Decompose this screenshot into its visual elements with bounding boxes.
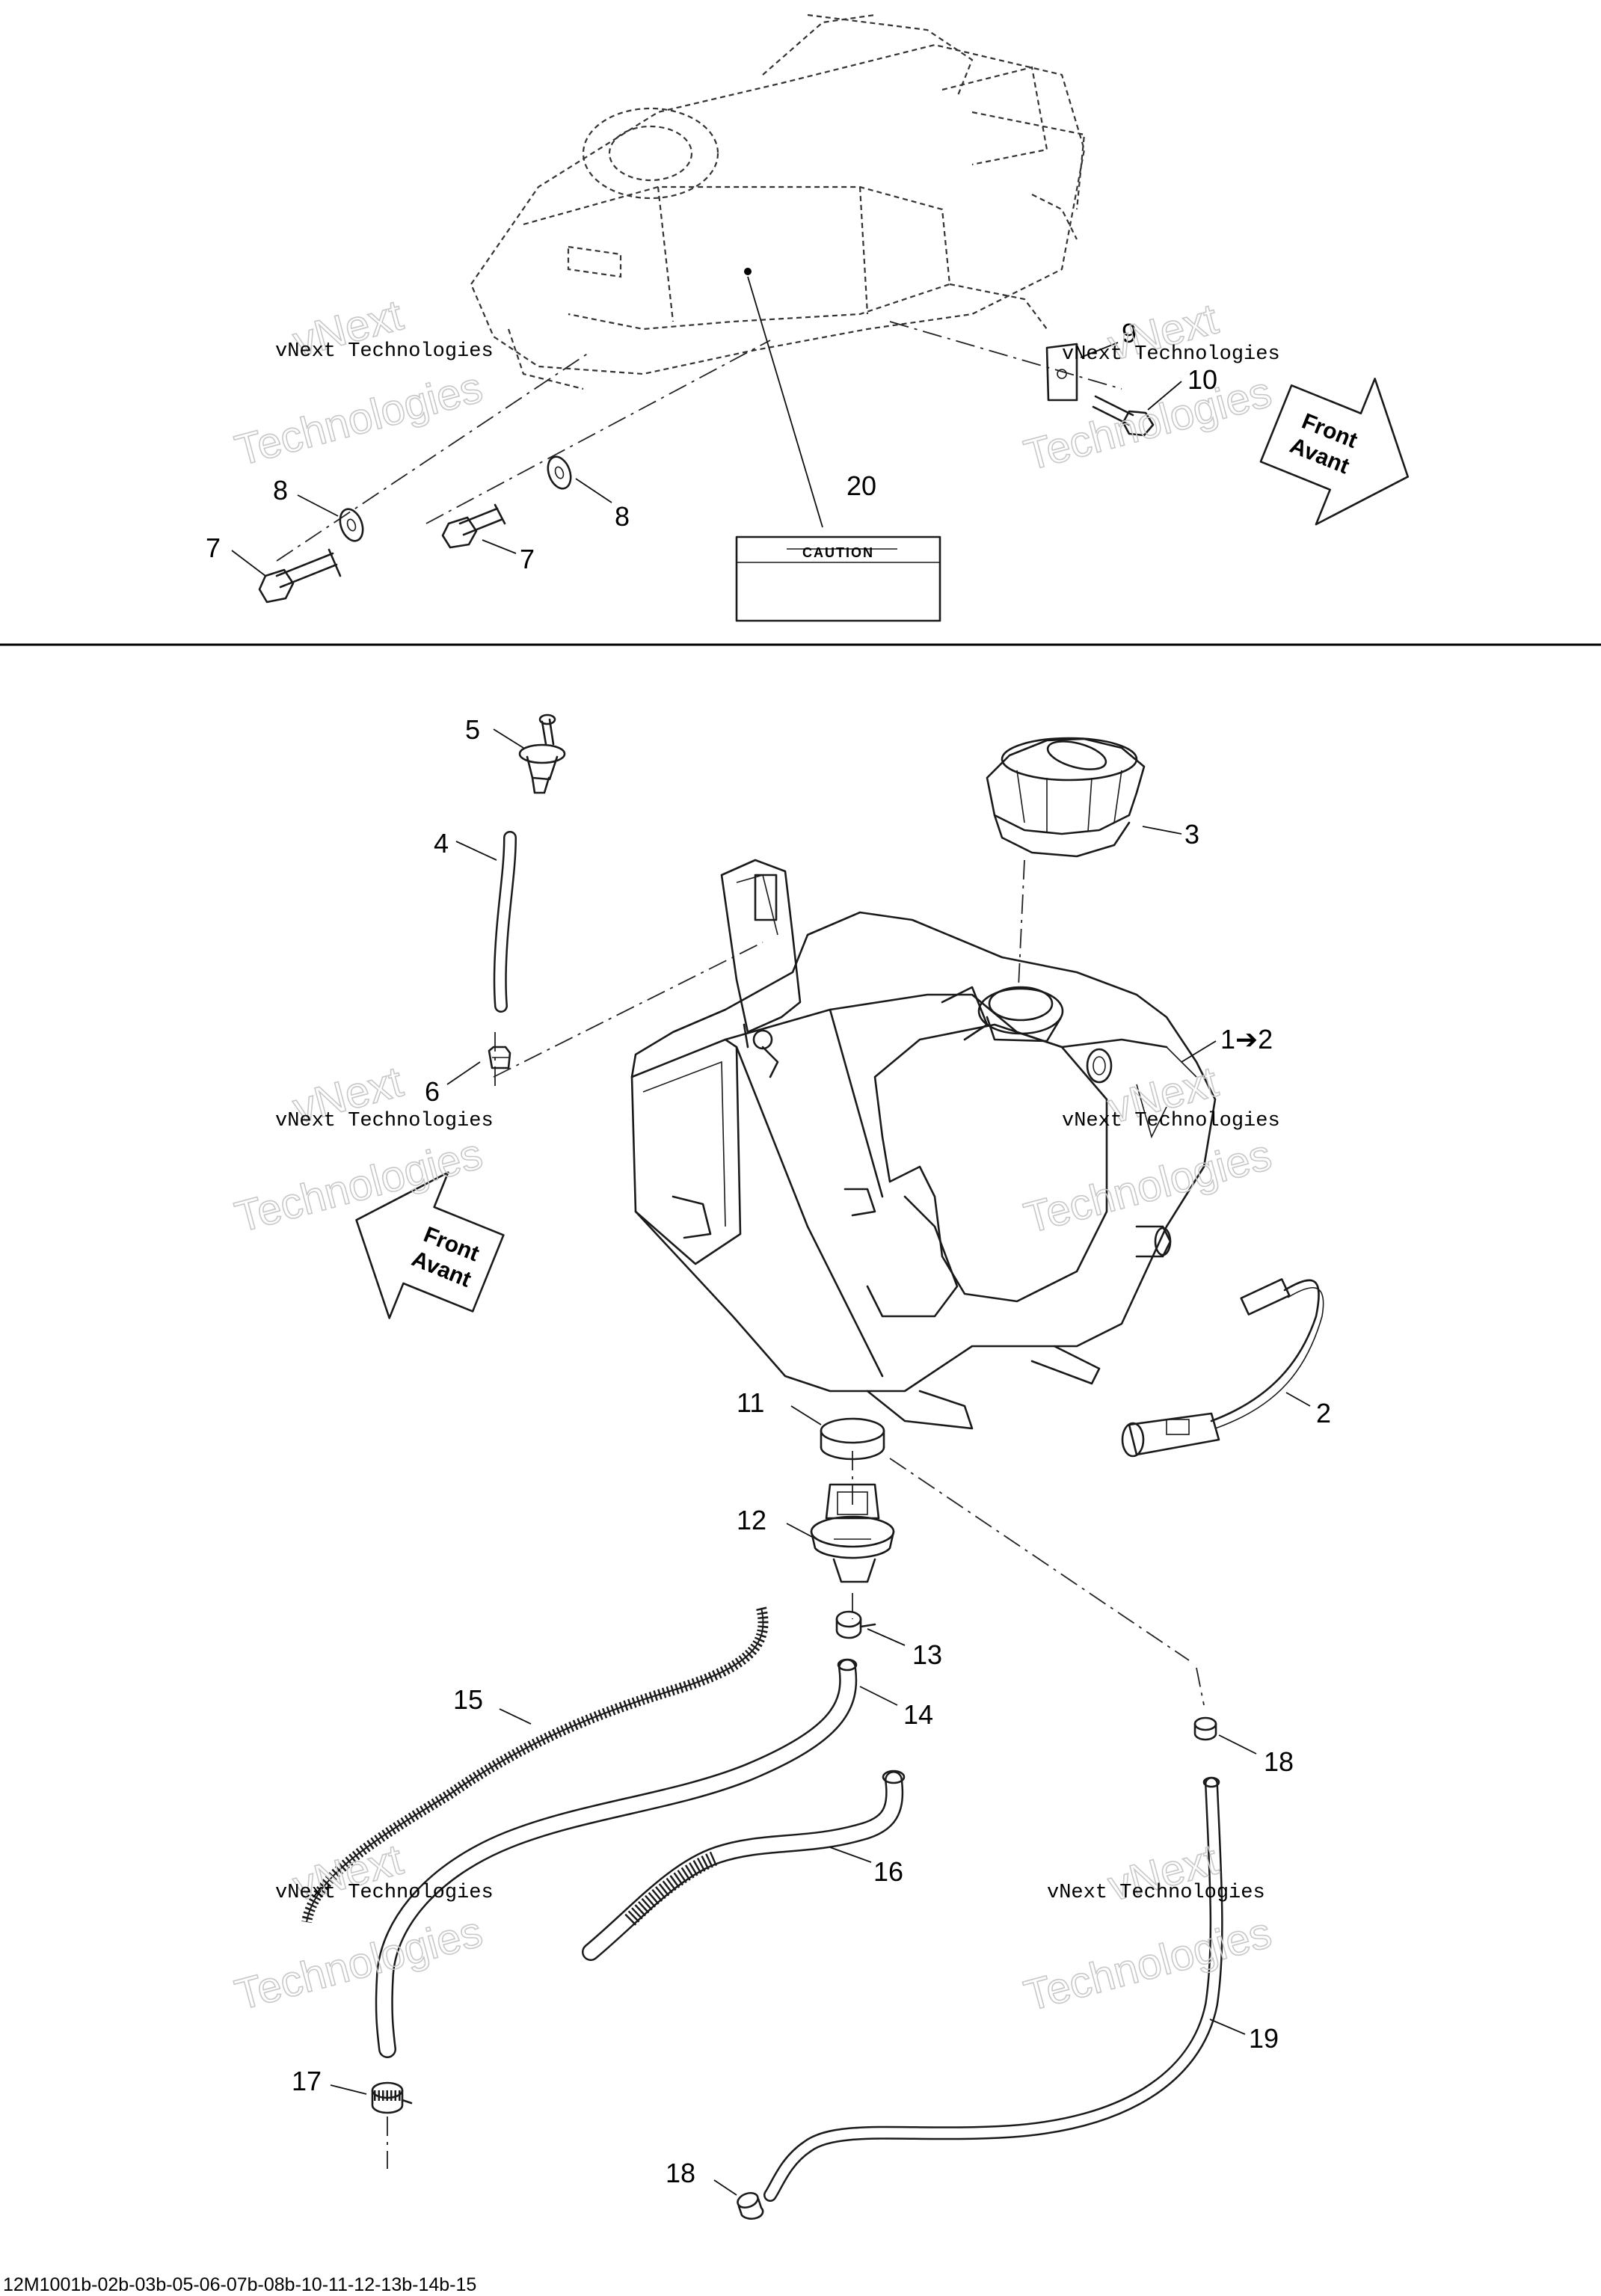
- return-hose-part-19[interactable]: [763, 1776, 1223, 2202]
- callout-11: 11: [737, 1387, 764, 1418]
- callout-20: 20: [846, 470, 876, 501]
- centerline-vent: [493, 942, 763, 1078]
- centerline-return-2: [1196, 1667, 1205, 1706]
- leader-20: [747, 276, 823, 528]
- leader-18b: [713, 2179, 737, 2196]
- watermark-top-left: vNext Technologies vNext Technologies: [230, 290, 494, 476]
- svg-text:vNext Technologies: vNext Technologies: [1062, 1110, 1280, 1132]
- leader-3: [1142, 826, 1182, 835]
- callout-16: 16: [873, 1856, 903, 1887]
- svg-text:Technologies: Technologies: [230, 1907, 488, 2019]
- callout-6: 6: [425, 1076, 440, 1107]
- callout-12: 12: [737, 1505, 766, 1535]
- vent-hose-part-4[interactable]: [493, 831, 517, 1013]
- centerline-top-right: [889, 321, 1122, 390]
- callout-19: 19: [1249, 2023, 1279, 2054]
- leader-8a: [297, 494, 339, 517]
- callout-13: 13: [912, 1639, 942, 1670]
- callout-8-left: 8: [273, 475, 288, 506]
- centerline-top-mid: [425, 340, 771, 524]
- callout-5: 5: [465, 714, 480, 745]
- callout-17: 17: [292, 2066, 322, 2096]
- outlet-fitting-part-12[interactable]: [810, 1483, 895, 1583]
- leader-10: [1147, 381, 1182, 411]
- callout-2: 2: [1316, 1398, 1331, 1428]
- svg-text:Technologies: Technologies: [1019, 367, 1276, 479]
- callout-18-upper: 18: [1264, 1746, 1294, 1777]
- fuel-cap-part-3[interactable]: [986, 736, 1146, 858]
- leader-18a: [1218, 1734, 1257, 1755]
- drawing-code: 12M1001b-02b-03b-05-06-07b-08b-10-11-12-…: [3, 2274, 476, 2295]
- hose-part-16[interactable]: [582, 1769, 906, 1961]
- svg-text:vNext Technologies: vNext Technologies: [275, 1882, 494, 1904]
- callout-7-left: 7: [206, 532, 221, 563]
- leader-15: [499, 1708, 532, 1725]
- callout-8-right: 8: [615, 501, 630, 532]
- leader-1: [1181, 1040, 1217, 1063]
- leader-5: [493, 728, 524, 749]
- caution-label-text: CAUTION: [802, 545, 874, 560]
- svg-text:Technologies: Technologies: [230, 363, 488, 475]
- leader-13: [867, 1628, 906, 1646]
- callout-3: 3: [1184, 819, 1199, 850]
- leader-8b: [575, 478, 612, 503]
- leader-4: [455, 841, 497, 861]
- washer-part-8-left[interactable]: [336, 506, 366, 544]
- leader-19: [1209, 2019, 1246, 2035]
- centerline-return: [889, 1458, 1190, 1661]
- hose-clamp-part-18-lower[interactable]: [736, 2191, 764, 2220]
- caution-label-part-20[interactable]: CAUTION: [735, 535, 941, 622]
- fuel-hose-part-14[interactable]: [375, 1658, 858, 2058]
- leader-17: [330, 2084, 367, 2095]
- leader-12: [786, 1523, 813, 1538]
- fuel-tank-part-1[interactable]: [630, 859, 1217, 1430]
- callout-15: 15: [453, 1684, 483, 1715]
- svg-text:vNext Technologies: vNext Technologies: [1062, 343, 1280, 366]
- centerline-cap: [1018, 859, 1025, 988]
- hose-clamp-part-18-upper[interactable]: [1193, 1716, 1217, 1741]
- callout-4: 4: [434, 828, 449, 859]
- leader-2: [1285, 1392, 1311, 1407]
- callout-14: 14: [903, 1699, 933, 1730]
- callout-7-right: 7: [520, 544, 535, 574]
- spring-guard-part-15[interactable]: [301, 1606, 769, 1924]
- watermark-bottom-right: vNext Technologies vNext Technologies: [1018, 1835, 1276, 2022]
- bolt-part-10[interactable]: [1092, 395, 1155, 437]
- decal-location-dot: [744, 268, 752, 275]
- watermark-top-right: vNext Technologies vNext Technologies: [1018, 294, 1280, 481]
- callout-18-lower: 18: [666, 2158, 695, 2188]
- leader-9: [1080, 342, 1119, 358]
- svg-text:vNext Technologies: vNext Technologies: [275, 1110, 494, 1132]
- hose-clamp-part-17[interactable]: [371, 2081, 413, 2114]
- check-valve-part-5[interactable]: [518, 713, 566, 794]
- callout-10: 10: [1187, 364, 1217, 395]
- svg-text:vNext Technologies: vNext Technologies: [275, 340, 494, 363]
- callout-9: 9: [1122, 318, 1137, 349]
- leader-14: [859, 1686, 898, 1706]
- washer-part-8-right[interactable]: [544, 454, 574, 492]
- bolt-part-7-left[interactable]: [258, 548, 342, 604]
- svg-text:vNext Technologies: vNext Technologies: [1047, 1882, 1265, 1904]
- leader-7b: [482, 539, 517, 554]
- bolt-part-7-right[interactable]: [441, 503, 506, 549]
- vehicle-frame-dashed: [470, 13, 1086, 390]
- leader-11: [790, 1405, 822, 1425]
- leader-7a: [231, 550, 266, 577]
- vent-cap-part-6[interactable]: [488, 1046, 511, 1069]
- fuel-level-sensor-part-2[interactable]: [1121, 1278, 1324, 1458]
- leader-6: [446, 1061, 481, 1085]
- bracket-part-9[interactable]: [1045, 343, 1078, 402]
- watermark-mid-right: vNext Technologies vNext Technologies: [1018, 1057, 1280, 1244]
- leader-16: [829, 1847, 872, 1863]
- callout-1: 1➔2: [1220, 1024, 1273, 1055]
- centerline-top-left: [276, 351, 591, 562]
- svg-text:Technologies: Technologies: [1019, 1908, 1276, 2020]
- front-arrow-top: Front Avant: [1259, 378, 1410, 526]
- hose-clamp-part-13[interactable]: [835, 1610, 876, 1639]
